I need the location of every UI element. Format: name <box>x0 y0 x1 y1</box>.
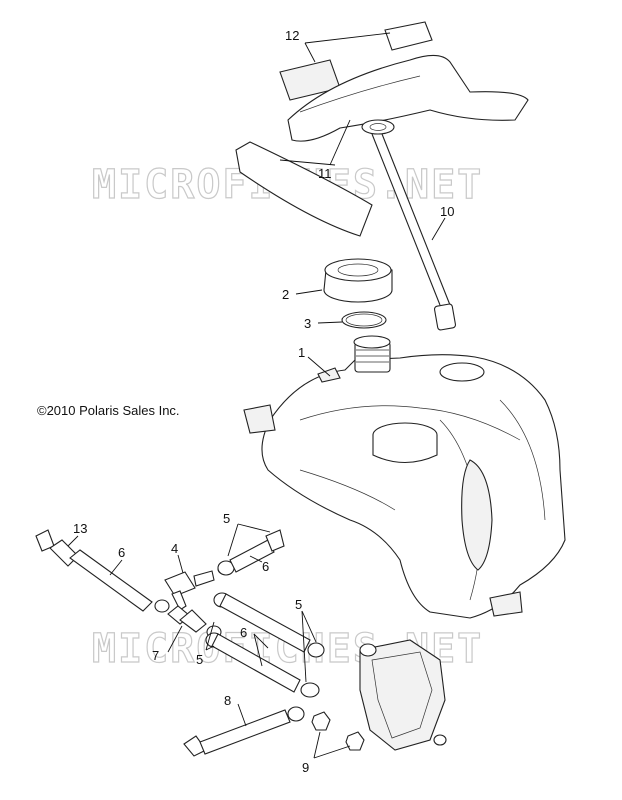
fuel-filter <box>167 605 222 639</box>
fuel-tank <box>243 335 566 619</box>
callout-12: 12 <box>285 28 299 43</box>
callout-5a: 5 <box>223 511 230 526</box>
callout-1: 1 <box>298 345 305 360</box>
callout-6b: 6 <box>262 559 269 574</box>
callout-6c: 6 <box>240 625 247 640</box>
callout-5c: 5 <box>295 597 302 612</box>
callout-9: 9 <box>302 760 309 775</box>
hose-lower <box>183 706 305 757</box>
o-ring <box>341 311 387 329</box>
callout-11: 11 <box>318 166 332 181</box>
copyright-notice: ©2010 Polaris Sales Inc. <box>37 403 180 418</box>
callout-3: 3 <box>304 316 311 331</box>
callout-4: 4 <box>171 541 178 556</box>
callout-8: 8 <box>224 693 231 708</box>
callout-13: 13 <box>73 521 87 536</box>
foam-pad-group <box>235 21 529 237</box>
callout-2: 2 <box>282 287 289 302</box>
callout-6a: 6 <box>118 545 125 560</box>
callout-10: 10 <box>440 204 454 219</box>
callout-7: 7 <box>152 648 159 663</box>
hose-upper <box>217 529 285 576</box>
hose-left <box>49 539 170 613</box>
fuel-cap <box>323 258 393 303</box>
hose-middle <box>205 592 325 698</box>
nuts <box>311 711 365 751</box>
fuel-sender <box>361 119 457 331</box>
fuel-pump <box>359 639 447 751</box>
callout-5b: 5 <box>196 652 203 667</box>
